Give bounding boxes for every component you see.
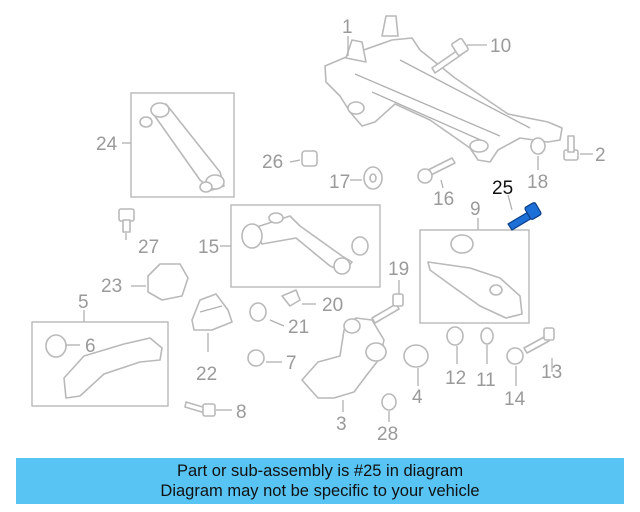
bolt-16	[417, 157, 456, 184]
bushing-4	[403, 344, 429, 368]
callout-24: 24	[96, 134, 118, 155]
bracket-20	[281, 289, 301, 307]
callout-8: 8	[236, 402, 247, 423]
callout-16: 16	[433, 189, 454, 210]
nut-28	[381, 393, 397, 411]
knuckle-3	[301, 317, 387, 399]
trailing-arm-5	[45, 334, 163, 399]
callout-15: 15	[198, 237, 219, 258]
bolt-8	[184, 401, 216, 417]
banner-line-1: Part or sub-assembly is #25 in diagram	[176, 462, 464, 480]
group-frame-5	[31, 321, 169, 407]
nut-14	[506, 347, 524, 365]
bump-stop-22	[191, 293, 233, 331]
bolt-13	[523, 327, 555, 354]
callout-26: 26	[262, 152, 283, 173]
callout-5: 5	[78, 292, 89, 313]
callout-19: 19	[388, 259, 409, 280]
leader-lines	[66, 36, 593, 422]
callout-23: 23	[101, 276, 122, 297]
callout-20: 20	[322, 295, 343, 316]
callout-12: 12	[445, 368, 466, 389]
nut-26	[301, 150, 318, 167]
callout-14: 14	[504, 389, 526, 410]
callout-22: 22	[196, 364, 217, 385]
rear-subframe	[324, 15, 563, 163]
bolt-27	[118, 208, 135, 233]
nut-7	[247, 349, 265, 367]
callout-1: 1	[342, 17, 353, 38]
callout-18: 18	[527, 172, 548, 193]
washer-11	[480, 327, 494, 345]
callout-27: 27	[138, 237, 159, 258]
bolt-25-highlighted	[507, 202, 542, 231]
parts-diagram: 1 10 2 18 16 17 26 24 27 15 25 9 19 20 2…	[31, 15, 606, 445]
callout-25-highlighted: 25	[492, 178, 513, 199]
nut-21	[249, 302, 267, 322]
info-banner: Part or sub-assembly is #25 in diagram D…	[16, 458, 624, 504]
mount-23	[147, 263, 189, 301]
group-frame-9	[419, 229, 530, 324]
callout-6: 6	[85, 336, 96, 357]
bushing-12	[446, 326, 464, 346]
callout-10: 10	[490, 36, 511, 57]
bolt-10	[431, 37, 469, 74]
bolt-19	[371, 293, 404, 324]
callout-4: 4	[412, 387, 423, 408]
banner-line-2: Diagram may not be specific to your vehi…	[160, 482, 480, 500]
callout-17: 17	[329, 172, 350, 193]
callout-13: 13	[541, 362, 562, 383]
group-frame-24	[130, 92, 235, 198]
callout-11: 11	[476, 370, 496, 391]
lower-arm-9	[427, 234, 523, 319]
lateral-link-24	[139, 102, 225, 193]
callout-3: 3	[336, 414, 347, 435]
upper-arm-15	[241, 212, 369, 275]
bolt-2	[563, 135, 579, 161]
washer-17	[363, 166, 383, 190]
callout-28: 28	[377, 424, 398, 445]
callout-21: 21	[288, 317, 309, 338]
callout-7: 7	[286, 353, 297, 374]
nut-18	[530, 137, 546, 155]
callout-9: 9	[470, 199, 481, 220]
callout-2: 2	[595, 145, 606, 166]
